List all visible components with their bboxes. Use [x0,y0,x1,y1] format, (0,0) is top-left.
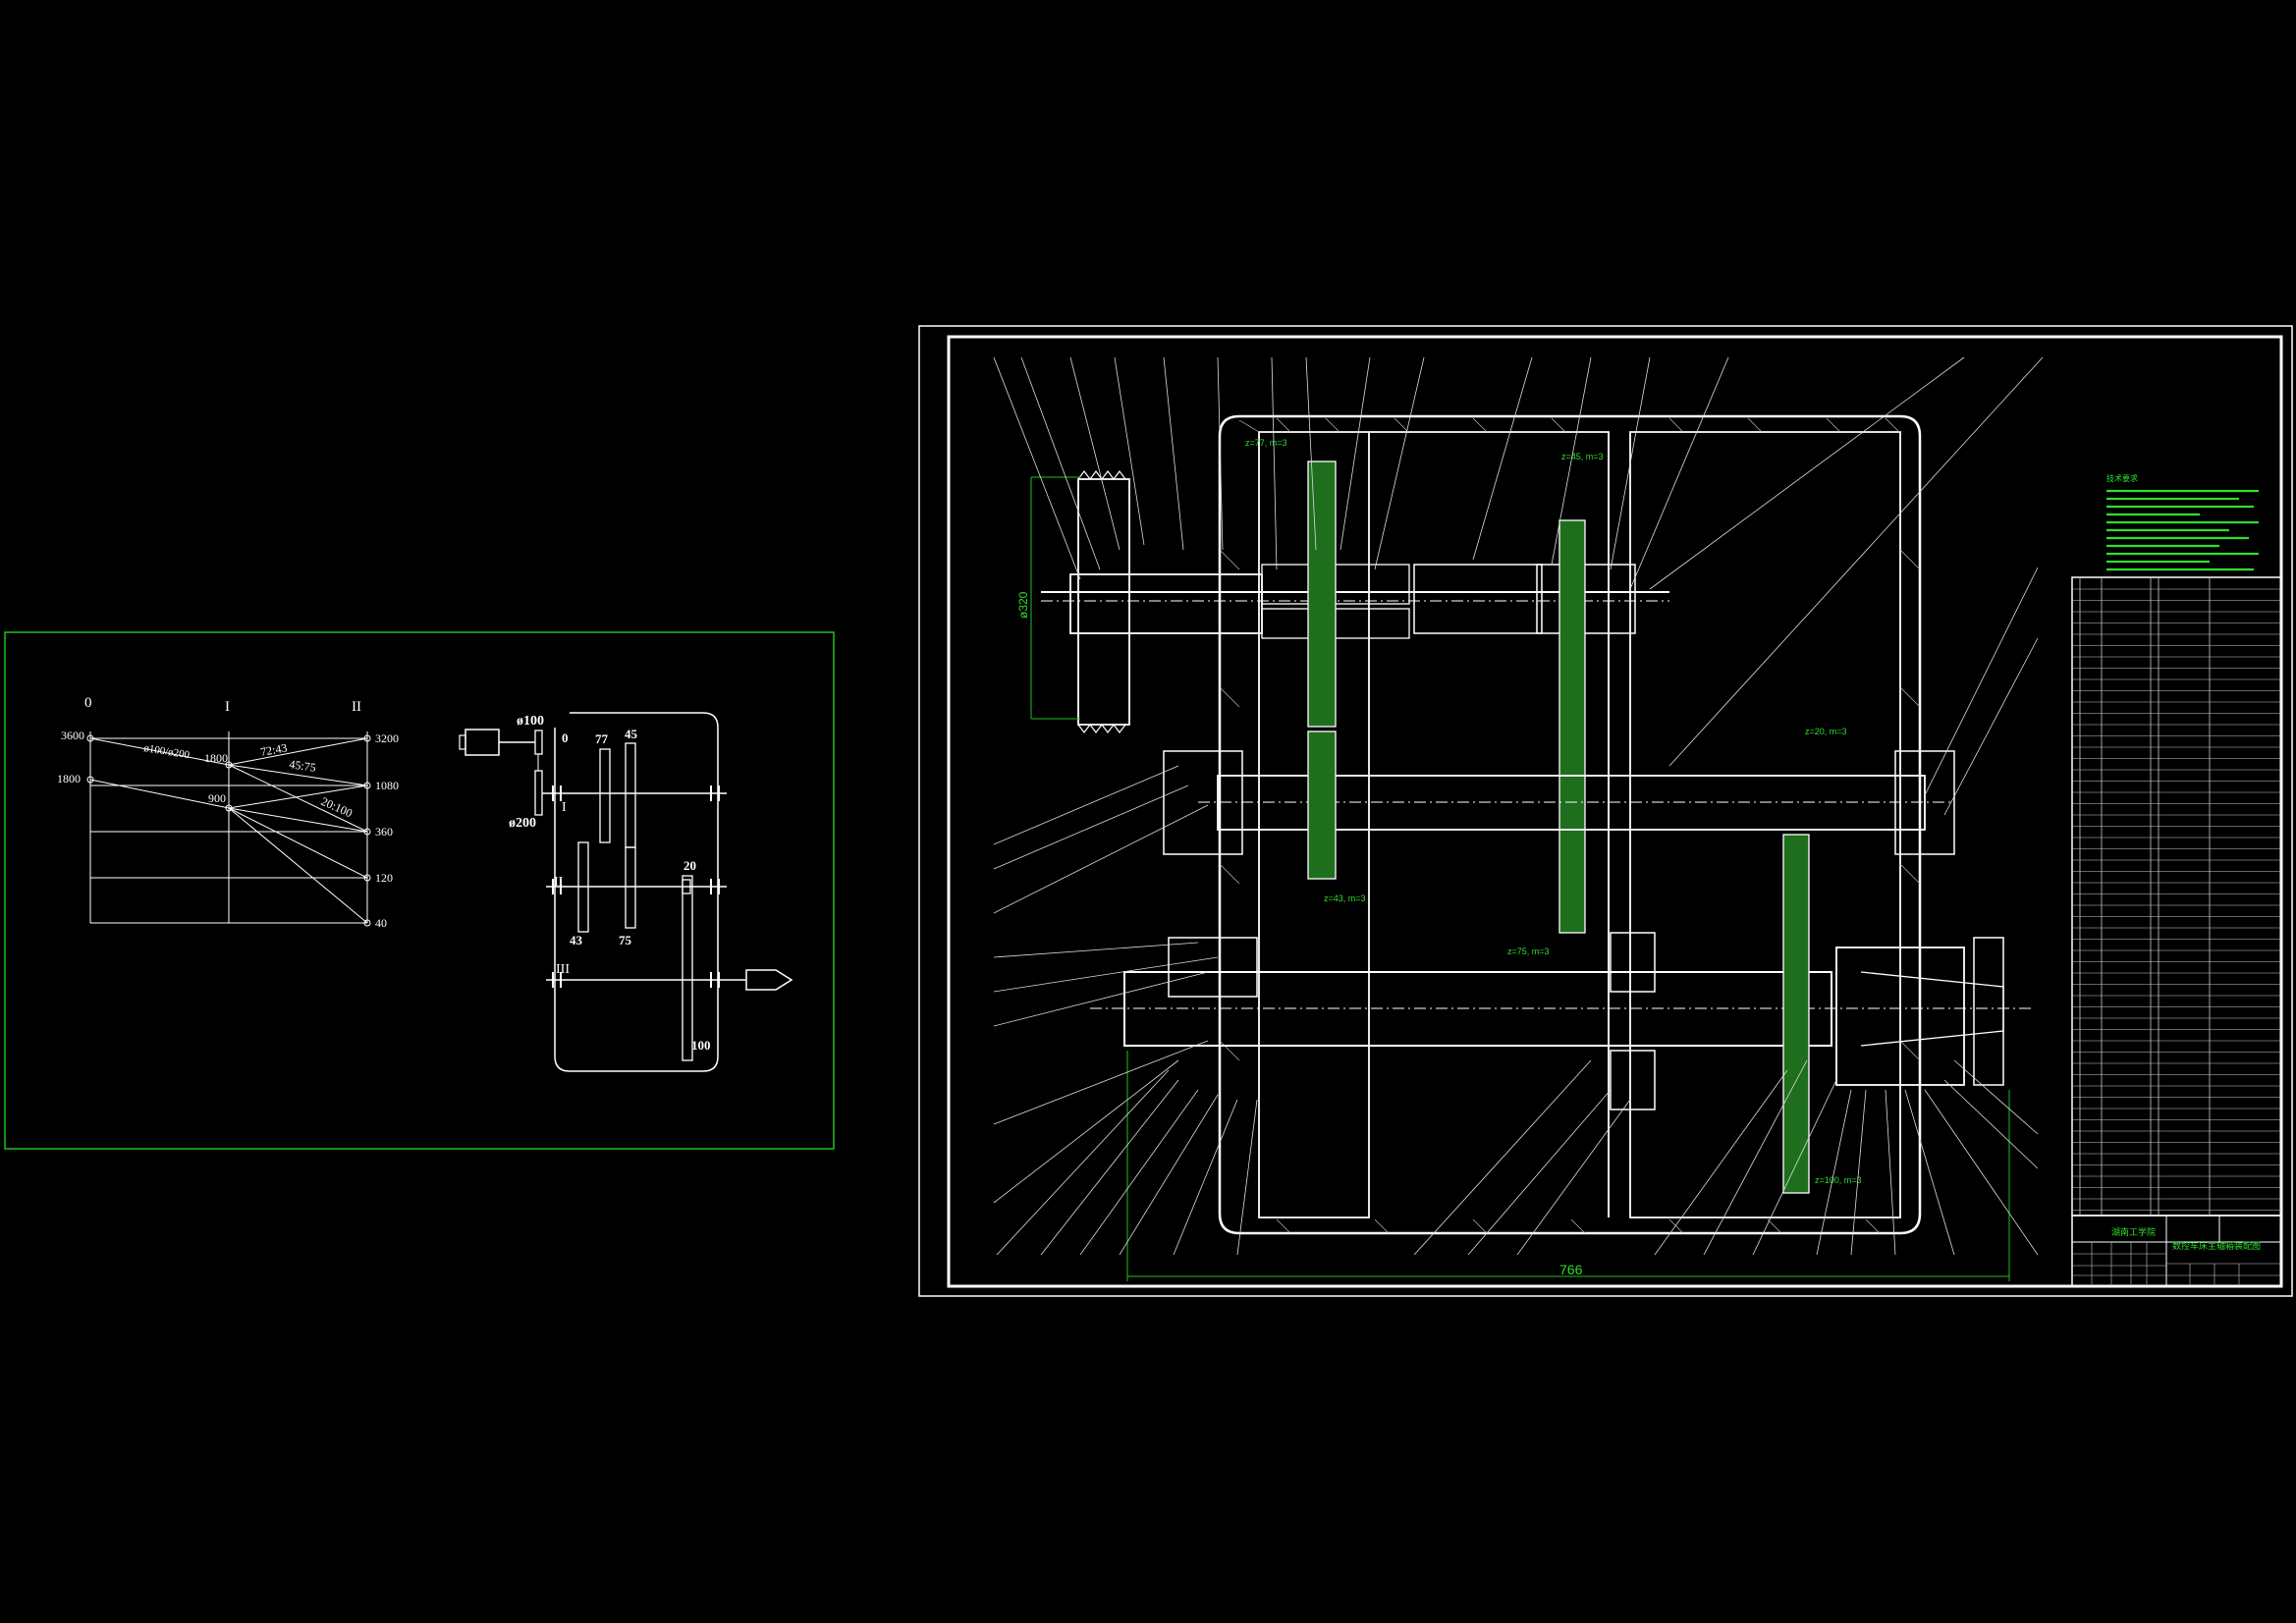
gear-label-20: 20 [683,858,696,873]
company-name: 湖南工学院 [2111,1226,2156,1237]
speed-left-1: 3600 [61,729,84,742]
gear-label-0: 0 [562,730,569,745]
ratio-label-4: 20:100 [319,794,355,820]
shaft-label-2: II [352,699,361,715]
overall-length-dimension: 766 [1559,1262,1583,1277]
gear-label-75: 75 [619,933,632,947]
ratio-label-3: 45:75 [289,757,317,775]
gear-label-45: 45 [625,727,638,741]
speed-mid-1: 1800 [204,751,228,765]
shaft-label-1: I [225,699,230,715]
shaft-label-0: 0 [84,695,92,711]
scheme-shaft-iii: III [556,962,570,977]
gear-tag-z20: z=20, m=3 [1805,727,1847,736]
gear-tag-z45: z=45, m=3 [1561,452,1604,461]
speed-left-2: 1800 [57,772,81,785]
kinematic-scheme: ø100 ø200 I II III 0 77 45 43 75 20 100 [459,712,793,1072]
pulley-small-label: ø100 [517,714,544,729]
assembly-sheet-outer-border [918,325,2293,1297]
gear-tag-z100: z=100, m=3 [1815,1175,1862,1185]
speed-right-5: 40 [375,916,387,930]
scheme-shaft-i: I [562,800,567,815]
pulley-large-label: ø200 [509,816,536,831]
scheme-shaft-ii: II [554,875,564,890]
speed-diagram: 0 I II 3600 1800 1800 900 3200 1080 360 … [57,695,399,930]
speed-right-4: 120 [375,871,393,885]
speed-right-3: 360 [375,825,393,839]
speed-mid-2: 900 [208,791,226,805]
assembly-sheet-inner-border [947,335,2283,1288]
gear-tag-z77: z=77, m=3 [1245,438,1287,448]
ratio-label-2: 72:43 [259,740,288,759]
spindle-nose-icon [745,969,793,991]
scheme-sheet-frame [4,631,835,1150]
gearbox-assembly-drawing: 766 ø320 z=77, m=3 z=43, m=3 z=20, m=3 z… [993,356,2044,1281]
gear-label-100: 100 [691,1038,711,1053]
tech-heading: 技术要求 [2106,473,2138,483]
drawing-title: 数控车床主轴箱装配图 [2172,1240,2261,1251]
gear-label-77: 77 [595,731,609,746]
gear-tag-z75: z=75, m=3 [1507,947,1550,956]
pulley-diameter-dimension: ø320 [1016,591,1030,619]
title-block: 湖南工学院 数控车床主轴箱装配图 [2071,1215,2282,1287]
speed-right-1: 3200 [375,731,399,745]
technical-requirements: 技术要求 [2106,473,2259,571]
gear-tag-z43: z=43, m=3 [1324,893,1366,903]
gear-label-43: 43 [570,933,583,947]
parts-list-table [2071,576,2282,1217]
speed-right-2: 1080 [375,779,399,792]
motor-icon [465,729,500,756]
ratio-label-1: ø100/ø200 [143,742,191,761]
